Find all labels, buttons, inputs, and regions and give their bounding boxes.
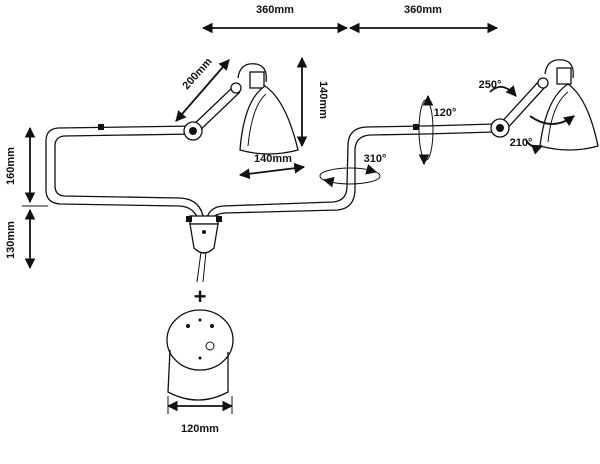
swivel-rotation-label: 310°	[364, 153, 387, 165]
arm-length-label: 200mm	[180, 56, 214, 92]
shade-width-label: 140mm	[254, 153, 292, 165]
tilt-up-label: 250°	[479, 79, 502, 91]
right-arm-knob	[413, 124, 419, 130]
left-lamp-arm-a	[189, 85, 235, 129]
clamp-body	[189, 223, 219, 254]
left-lamp-neck	[237, 63, 267, 83]
cable-left	[196, 251, 202, 283]
shade-height-label: 140mm	[317, 81, 329, 119]
clamp-top	[189, 215, 219, 225]
width-label-right: 360mm	[404, 4, 442, 16]
swivel-rotation: 310°	[319, 153, 387, 188]
right-arm-tube-inner	[210, 133, 426, 223]
shade-rotation-arrow	[529, 115, 575, 127]
vertical-dimensions: 160mm 130mm	[5, 126, 48, 270]
rotation-arrow-icon	[319, 167, 381, 185]
right-ext-bottom	[424, 131, 496, 135]
right-arm-tube-outer	[205, 125, 426, 223]
shade-width-arrow	[238, 162, 306, 180]
wall-base-icon	[166, 309, 234, 401]
base-diameter-label: 120mm	[181, 423, 219, 435]
base-side	[167, 349, 229, 401]
left-arm-tube-inner	[54, 133, 205, 223]
central-clamp	[186, 215, 222, 283]
tilt-side-ring	[418, 99, 434, 161]
left-arm-knob	[98, 124, 104, 130]
lamp-shade-icon	[239, 85, 299, 155]
tilt-side-label: 120°	[434, 107, 457, 119]
top-dimension-lines: 360mm 360mm	[201, 4, 499, 34]
arm-length-arrow	[175, 59, 230, 122]
base-dimension: 120mm	[166, 396, 234, 435]
right-lamp-arm-a	[497, 79, 541, 127]
tilt-up-arrow	[489, 85, 517, 97]
lamp-arm-frame	[45, 123, 496, 223]
join-symbol: +	[194, 284, 207, 309]
lower-height-label: 130mm	[5, 221, 17, 259]
left-lamp-arm-b	[195, 91, 241, 135]
right-lamp-arm-b	[503, 85, 547, 133]
base-plate	[166, 309, 234, 371]
upper-height-label: 160mm	[5, 147, 17, 185]
right-lamp-neck	[544, 59, 574, 79]
right-ext-top	[424, 123, 496, 127]
left-arm-tube-outer	[45, 125, 200, 223]
width-label-left: 360mm	[256, 4, 294, 16]
right-lamp: 120° 250° 210°	[418, 59, 599, 166]
cable-right	[202, 251, 207, 283]
shade-rotation-label: 210°	[510, 137, 533, 149]
